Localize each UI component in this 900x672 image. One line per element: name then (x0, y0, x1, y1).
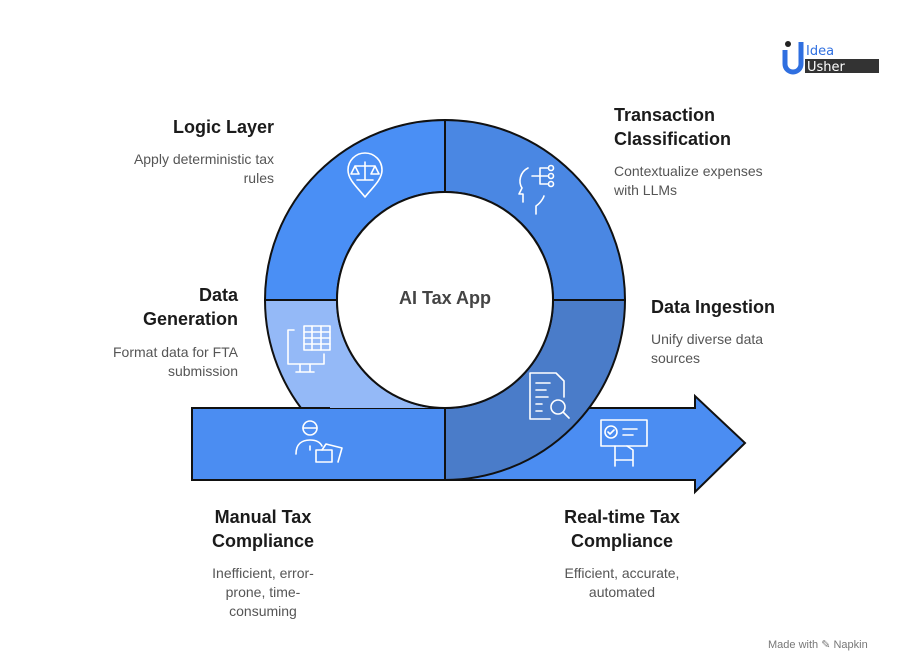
ai-head-icon (518, 164, 555, 215)
footer-brand: Napkin (833, 639, 868, 651)
transaction-classification-title: Transaction Classification (614, 105, 732, 149)
data-ingestion-title: Data Ingestion (651, 297, 776, 317)
presentation-check-icon (600, 419, 648, 467)
napkin-icon: ✎ (821, 639, 831, 651)
logic-layer-desc: Apply deterministic tax rules (133, 151, 274, 186)
manual-compliance-title: Manual Tax Compliance (211, 507, 315, 551)
center-title: AI Tax App (398, 288, 491, 308)
idea-usher-logo: Idea Usher (782, 40, 882, 80)
realtime-compliance-desc: Efficient, accurate, automated (564, 565, 680, 600)
svg-text:Idea: Idea (806, 44, 834, 59)
person-cards-icon (295, 420, 343, 463)
monitor-table-icon (287, 325, 331, 373)
center-circle (336, 191, 554, 409)
data-generation-desc: Format data for FTA submission (113, 344, 238, 379)
footer-text: Made with (768, 639, 819, 651)
svg-text:Usher: Usher (807, 60, 846, 75)
logic-layer-title: Logic Layer (172, 117, 274, 137)
document-search-icon (529, 372, 570, 420)
realtime-compliance-title: Real-time Tax Compliance (564, 507, 680, 551)
transaction-classification-desc: Contextualize expenses with LLMs (614, 163, 763, 198)
data-generation-title: Data Generation (142, 285, 238, 329)
footer-credit: Made with ✎ Napkin (768, 638, 868, 651)
manual-compliance-desc: Inefficient, error-prone, time-consuming (212, 565, 314, 619)
scales-pin-icon (347, 152, 383, 198)
data-ingestion-desc: Unify diverse data sources (651, 331, 764, 366)
